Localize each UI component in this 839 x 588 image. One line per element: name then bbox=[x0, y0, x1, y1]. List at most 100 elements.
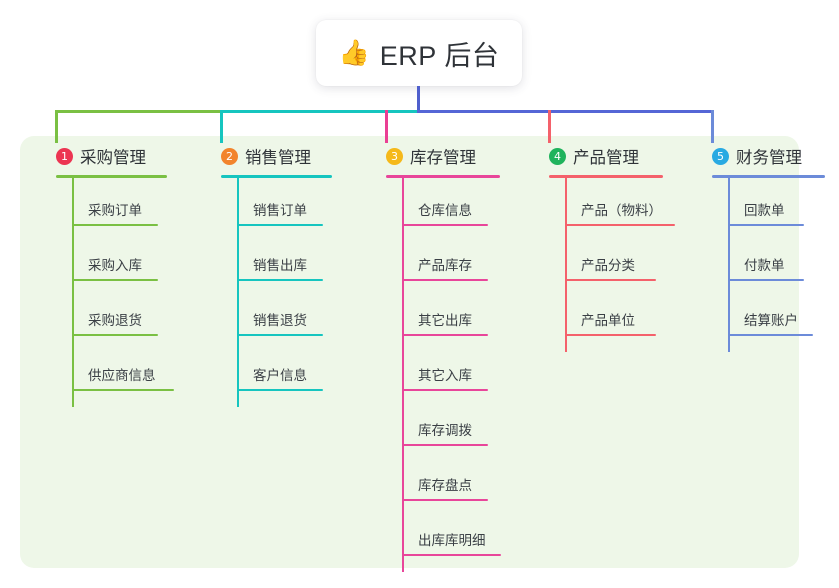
leaf-underline bbox=[729, 224, 804, 226]
branch-badge-3: 3 bbox=[386, 147, 403, 165]
leaf-underline bbox=[729, 279, 804, 281]
branch-badge-4: 4 bbox=[549, 147, 566, 165]
branch-badge-1: 1 bbox=[56, 147, 73, 165]
branch-title-3: 库存管理 bbox=[410, 149, 476, 167]
leaf-node[interactable]: 供应商信息 bbox=[38, 344, 174, 399]
leaf-underline bbox=[403, 224, 488, 226]
branch-underline-1 bbox=[56, 175, 167, 178]
branch-underline-2 bbox=[221, 175, 332, 178]
leaf-node[interactable]: 其它入库 bbox=[368, 344, 488, 399]
leaf-underline bbox=[238, 279, 323, 281]
leaf-underline bbox=[403, 499, 488, 501]
leaf-node[interactable]: 销售订单 bbox=[203, 179, 323, 234]
leaf-list-5: 回款单付款单结算账户 bbox=[694, 179, 813, 344]
root-title: ERP 后台 bbox=[379, 40, 500, 71]
bar-segment-green bbox=[55, 110, 220, 113]
leaf-label: 销售订单 bbox=[253, 203, 307, 218]
leaf-label: 仓库信息 bbox=[418, 203, 472, 218]
branch-spine-2 bbox=[237, 177, 239, 407]
leaf-node[interactable]: 其它出库 bbox=[368, 289, 488, 344]
branch-column-4: 4 产品管理产品（物料） 产品分类产品单位 bbox=[531, 143, 675, 352]
drop-inventory bbox=[385, 110, 388, 143]
branch-spine-3 bbox=[402, 177, 404, 572]
leaf-label: 其它入库 bbox=[418, 368, 472, 383]
leaf-underline bbox=[73, 334, 158, 336]
bar-segment-blue bbox=[417, 110, 713, 113]
branch-header-3[interactable]: 3 库存管理 bbox=[368, 143, 476, 169]
branch-header-5[interactable]: 5 财务管理 bbox=[694, 143, 802, 169]
branch-underline-3 bbox=[386, 175, 500, 178]
leaf-node[interactable]: 采购退货 bbox=[38, 289, 158, 344]
drop-sales bbox=[220, 110, 223, 143]
root-stem bbox=[417, 86, 420, 113]
branch-header-1[interactable]: 1 采购管理 bbox=[38, 143, 146, 169]
leaf-underline bbox=[403, 334, 488, 336]
leaf-label: 销售出库 bbox=[253, 258, 307, 273]
branch-badge-2: 2 bbox=[221, 147, 238, 165]
leaf-label: 回款单 bbox=[744, 203, 785, 218]
leaf-node[interactable]: 产品库存 bbox=[368, 234, 488, 289]
leaf-list-2: 销售订单销售出库销售退货客户信息 bbox=[203, 179, 323, 399]
leaf-label: 采购退货 bbox=[88, 313, 142, 328]
leaf-node[interactable]: 回款单 bbox=[694, 179, 804, 234]
leaf-label: 产品库存 bbox=[418, 258, 472, 273]
leaf-node[interactable]: 产品分类 bbox=[531, 234, 656, 289]
leaf-node[interactable]: 采购入库 bbox=[38, 234, 158, 289]
leaf-list-3: 仓库信息产品库存其它出库其它入库库存调拨库存盘点出库库明细 bbox=[368, 179, 501, 564]
leaf-node[interactable]: 采购订单 bbox=[38, 179, 158, 234]
leaf-node[interactable]: 出库库明细 bbox=[368, 509, 501, 564]
leaf-label: 出库库明细 bbox=[418, 533, 486, 548]
leaf-list-4: 产品（物料） 产品分类产品单位 bbox=[531, 179, 675, 344]
leaf-node[interactable]: 客户信息 bbox=[203, 344, 323, 399]
branch-column-3: 3 库存管理仓库信息产品库存其它出库其它入库库存调拨库存盘点出库库明细 bbox=[368, 143, 501, 572]
branch-column-5: 5 财务管理回款单付款单结算账户 bbox=[694, 143, 825, 352]
leaf-list-1: 采购订单采购入库采购退货供应商信息 bbox=[38, 179, 174, 399]
leaf-underline bbox=[403, 554, 501, 556]
drop-purchase bbox=[55, 110, 58, 143]
leaf-node[interactable]: 结算账户 bbox=[694, 289, 813, 344]
root-node[interactable]: 👍 ERP 后台 bbox=[316, 20, 522, 86]
leaf-underline bbox=[238, 224, 323, 226]
leaf-label: 供应商信息 bbox=[88, 368, 156, 383]
leaf-underline bbox=[566, 224, 675, 226]
leaf-underline bbox=[566, 334, 656, 336]
leaf-label: 付款单 bbox=[744, 258, 785, 273]
branch-header-4[interactable]: 4 产品管理 bbox=[531, 143, 639, 169]
drop-product bbox=[548, 110, 551, 143]
leaf-underline bbox=[73, 279, 158, 281]
branch-title-4: 产品管理 bbox=[573, 149, 639, 167]
branch-spine-5 bbox=[728, 177, 730, 352]
leaf-node[interactable]: 仓库信息 bbox=[368, 179, 488, 234]
leaf-label: 产品分类 bbox=[581, 258, 635, 273]
leaf-label: 库存调拨 bbox=[418, 423, 472, 438]
leaf-underline bbox=[566, 279, 656, 281]
branch-underline-5 bbox=[712, 175, 825, 178]
leaf-label: 产品（物料） bbox=[581, 203, 662, 218]
thumbs-up-icon: 👍 bbox=[338, 38, 370, 67]
leaf-node[interactable]: 产品单位 bbox=[531, 289, 656, 344]
leaf-label: 采购入库 bbox=[88, 258, 142, 273]
branch-underline-4 bbox=[549, 175, 663, 178]
leaf-underline bbox=[729, 334, 813, 336]
leaf-label: 结算账户 bbox=[744, 313, 798, 328]
leaf-label: 客户信息 bbox=[253, 368, 307, 383]
branch-title-5: 财务管理 bbox=[736, 149, 802, 167]
branch-badge-5: 5 bbox=[712, 147, 729, 165]
branch-title-1: 采购管理 bbox=[80, 149, 146, 167]
branch-column-1: 1 采购管理采购订单采购入库采购退货供应商信息 bbox=[38, 143, 174, 407]
leaf-node[interactable]: 销售退货 bbox=[203, 289, 323, 344]
leaf-underline bbox=[403, 279, 488, 281]
leaf-node[interactable]: 库存盘点 bbox=[368, 454, 488, 509]
leaf-underline bbox=[238, 334, 323, 336]
leaf-underline bbox=[403, 389, 488, 391]
leaf-label: 采购订单 bbox=[88, 203, 142, 218]
leaf-node[interactable]: 付款单 bbox=[694, 234, 804, 289]
leaf-node[interactable]: 销售出库 bbox=[203, 234, 323, 289]
leaf-node[interactable]: 库存调拨 bbox=[368, 399, 488, 454]
leaf-node[interactable]: 产品（物料） bbox=[531, 179, 675, 234]
leaf-underline bbox=[73, 224, 158, 226]
branches-panel bbox=[20, 136, 799, 568]
